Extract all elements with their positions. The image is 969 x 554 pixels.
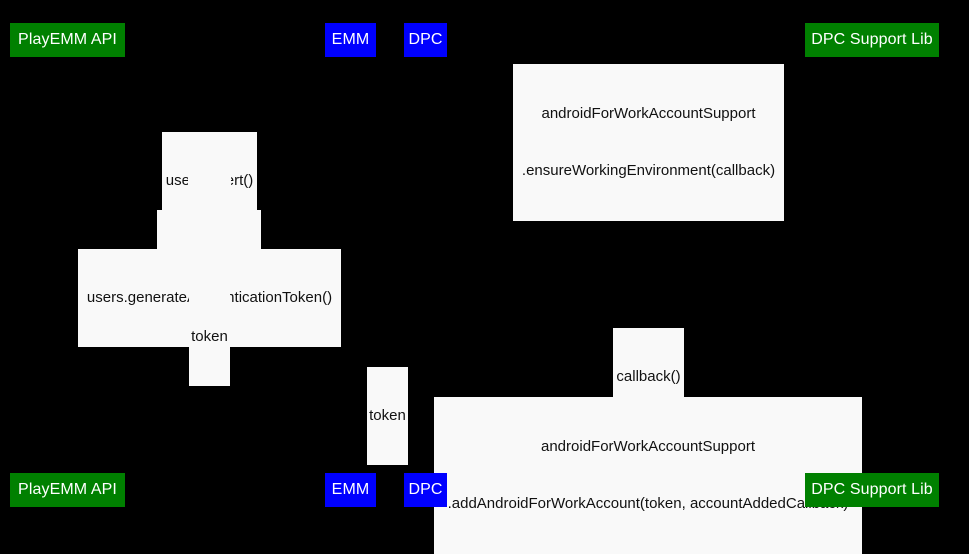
participant-label: DPC xyxy=(408,481,443,498)
message-label-ensure-working-environment: androidForWorkAccountSupport .ensureWork… xyxy=(513,64,784,221)
message-label-token-to-dpc: token xyxy=(367,367,408,465)
participant-label: EMM xyxy=(331,31,370,48)
message-label-token-to-emm: token xyxy=(189,288,230,386)
message-line-1: token xyxy=(369,407,406,424)
lifeline-dpc-support-lib xyxy=(871,57,872,473)
message-line-1: androidForWorkAccountSupport xyxy=(541,105,756,122)
participant-label: PlayEMM API xyxy=(18,481,117,498)
message-line-1: callback() xyxy=(616,368,681,385)
message-label-add-android-for-work-account: androidForWorkAccountSupport .addAndroid… xyxy=(434,397,862,554)
participant-label: EMM xyxy=(331,481,370,498)
message-line-2: .addAndroidForWorkAccount(token, account… xyxy=(447,495,849,512)
participant-playemm-api-top[interactable]: PlayEMM API xyxy=(10,23,125,57)
participant-emm-top[interactable]: EMM xyxy=(325,23,376,57)
message-line-2: .ensureWorkingEnvironment(callback) xyxy=(521,162,776,179)
lifeline-emm xyxy=(350,57,351,473)
participant-emm-bottom[interactable]: EMM xyxy=(325,473,376,507)
lifeline-playemm-api xyxy=(68,57,69,473)
participant-label: DPC xyxy=(408,31,443,48)
participant-label: DPC Support Lib xyxy=(811,31,933,48)
participant-label: DPC Support Lib xyxy=(811,481,933,498)
message-line-1: token xyxy=(191,328,228,345)
sequence-diagram-canvas: PlayEMM API EMM DPC DPC Support Lib andr… xyxy=(10,23,939,554)
participant-playemm-api-bottom[interactable]: PlayEMM API xyxy=(10,473,125,507)
participant-dpc-support-lib-bottom[interactable]: DPC Support Lib xyxy=(805,473,939,507)
lifeline-dpc xyxy=(425,57,426,473)
participant-label: PlayEMM API xyxy=(18,31,117,48)
participant-dpc-bottom[interactable]: DPC xyxy=(404,473,447,507)
participant-dpc-support-lib-top[interactable]: DPC Support Lib xyxy=(805,23,939,57)
participant-dpc-top[interactable]: DPC xyxy=(404,23,447,57)
message-line-1: androidForWorkAccountSupport xyxy=(541,438,755,455)
